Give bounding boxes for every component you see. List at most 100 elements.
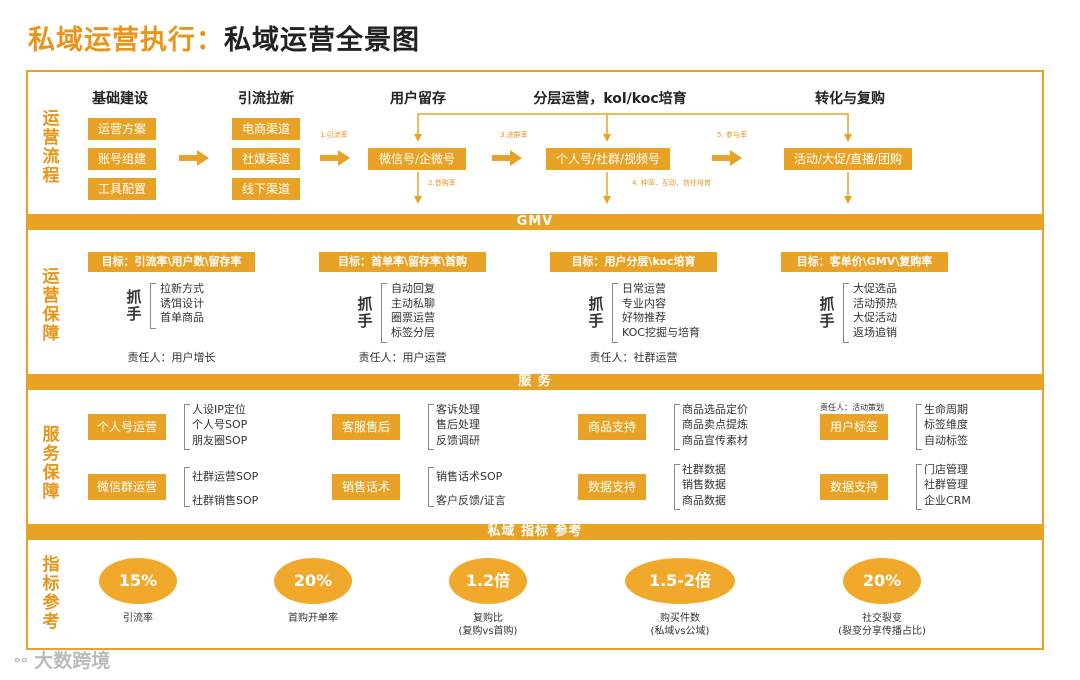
bracket xyxy=(428,403,434,451)
arrow-right-icon xyxy=(320,150,350,166)
indicator-label: 复购比 (复购vs首购) xyxy=(458,613,518,637)
layered-box: 个人号/社群/视频号 xyxy=(546,148,670,170)
goal-items: 大促选品活动预热大促活动返场追销 xyxy=(853,282,897,340)
rate-label-join-group: 3.进群率 xyxy=(500,131,528,139)
service-item: 销售数据 xyxy=(682,478,726,492)
goal-item: 自动回复 xyxy=(391,282,435,295)
watermark-logo-icon: ᵒᵒ xyxy=(14,655,28,671)
title-main: 私域运营全景图 xyxy=(224,25,420,56)
band-gmv: GMV xyxy=(28,214,1042,230)
header-basic: 基础建设 xyxy=(92,91,148,107)
bracket xyxy=(184,467,190,507)
goal-item: 标签分层 xyxy=(391,325,435,339)
indicator-ellipse: 1.5-2倍 xyxy=(625,558,735,604)
header-convert: 转化与复购 xyxy=(815,91,885,107)
basic-item-tools: 工具配置 xyxy=(88,178,156,200)
service-item: 人设IP定位 xyxy=(192,402,246,416)
goal-header: 目标：引流率\用户数\留存率 xyxy=(88,252,255,272)
indicator-ellipse: 20% xyxy=(843,558,921,604)
owner-label: 责任人：活动策划 xyxy=(820,403,884,412)
goal-items: 自动回复主动私聊圈票运营标签分层 xyxy=(391,282,435,340)
indicator-ellipse: 20% xyxy=(274,558,352,604)
bracket xyxy=(674,403,680,451)
service-item: 企业CRM xyxy=(924,493,971,507)
service-box: 商品支持 xyxy=(578,414,646,440)
title-prefix: 私域运营执行： xyxy=(28,25,224,56)
bracket xyxy=(916,463,922,511)
owner-label: 责任人：社群运营 xyxy=(589,351,678,364)
goal-header: 目标：首单率\留存率\首购 xyxy=(319,252,486,272)
service-items: 销售话术SOP 客户反馈/证言 xyxy=(436,465,506,513)
page-title: 私域运营执行：私域运营全景图 xyxy=(28,18,420,57)
bracket xyxy=(381,283,387,343)
goal-items: 拉新方式诱饵设计首单商品 xyxy=(160,282,204,326)
diagram-frame xyxy=(26,70,1044,650)
service-item: 标签维度 xyxy=(924,418,968,432)
service-item: 商品宣传素材 xyxy=(682,433,748,447)
bracket xyxy=(428,467,434,507)
arrow-right-icon xyxy=(179,150,209,166)
service-items: 生命周期标签维度自动标签 xyxy=(924,402,968,449)
goal-item: 主动私聊 xyxy=(391,296,435,310)
service-item: 客户反馈/证言 xyxy=(436,494,506,507)
goal-item: 活动预热 xyxy=(853,296,897,310)
goal-item: 圈票运营 xyxy=(391,311,435,324)
traffic-item-social: 社媒渠道 xyxy=(232,148,300,170)
service-item: 朋友圈SOP xyxy=(192,433,248,447)
service-item: 销售话术SOP xyxy=(436,470,503,483)
service-item: 生命周期 xyxy=(924,402,968,416)
rate-label-first-purchase: 2.首购率 xyxy=(428,179,456,187)
goal-item: 专业内容 xyxy=(622,296,666,310)
service-item: 社群运营SOP xyxy=(192,470,259,483)
service-item: 商品卖点提炼 xyxy=(682,418,748,432)
indicator-label: 购买件数 (私域vs公域) xyxy=(650,613,710,637)
service-box: 数据支持 xyxy=(578,474,646,500)
bracket xyxy=(150,283,156,329)
watermark-text: 大数跨境 xyxy=(34,650,111,672)
band-indicator: 私域 指标 参考 xyxy=(28,524,1042,540)
section-label-indicator: 指标参考 xyxy=(42,555,60,632)
service-item: 个人号SOP xyxy=(192,418,248,432)
section-label-service: 服务保障 xyxy=(42,425,60,502)
grab-label: 抓手 xyxy=(126,287,142,323)
service-box: 客服售后 xyxy=(332,414,400,440)
grab-label: 抓手 xyxy=(588,295,604,330)
header-retain: 用户留存 xyxy=(390,91,446,107)
bracket xyxy=(184,403,190,451)
indicator-label: 引流率 xyxy=(123,613,153,624)
service-items: 客诉处理售后处理反馈调研 xyxy=(436,402,480,449)
section-label-guarantee: 运营保障 xyxy=(42,267,60,344)
indicator-label: 社交裂变 (裂变分享传播占比) xyxy=(838,613,926,637)
goal-item: 返场追销 xyxy=(853,325,897,339)
goal-item: 首单商品 xyxy=(160,311,204,324)
service-item: 社群管理 xyxy=(924,478,968,492)
header-layered: 分层运营，kol/koc培育 xyxy=(533,91,687,107)
rate-label-traffic: 1.引流率 xyxy=(320,131,348,139)
service-item: 反馈调研 xyxy=(436,433,480,447)
service-item: 自动标签 xyxy=(924,433,968,447)
goal-header: 目标：客单价\GMV\复购率 xyxy=(781,252,948,272)
grab-label: 抓手 xyxy=(357,295,373,330)
basic-item-plan: 运营方案 xyxy=(88,118,156,140)
owner-label: 责任人：用户增长 xyxy=(127,351,216,364)
service-item: 社群数据 xyxy=(682,462,726,476)
basic-item-account: 账号组建 xyxy=(88,148,156,170)
service-items: 社群数据销售数据商品数据 xyxy=(682,462,726,509)
flow-connector-lines xyxy=(414,113,852,204)
bracket xyxy=(843,283,849,343)
goal-item: 拉新方式 xyxy=(160,282,204,295)
bracket xyxy=(916,403,922,451)
service-box: 微信群运营 xyxy=(88,474,166,500)
indicator-label: 首购开单率 xyxy=(288,613,338,624)
grab-label: 抓手 xyxy=(819,295,835,330)
arrow-right-icon xyxy=(712,150,742,166)
service-item: 商品数据 xyxy=(682,493,726,507)
goal-item: KOC挖掘与培育 xyxy=(622,325,700,339)
rate-label-seeding: 4. 种草、互动、信任培育 xyxy=(632,179,711,187)
service-item: 商品选品定价 xyxy=(682,402,748,416)
bracket xyxy=(674,463,680,511)
service-items: 门店管理社群管理企业CRM xyxy=(924,462,971,509)
goal-header: 目标：用户分层\koc培育 xyxy=(550,252,717,272)
